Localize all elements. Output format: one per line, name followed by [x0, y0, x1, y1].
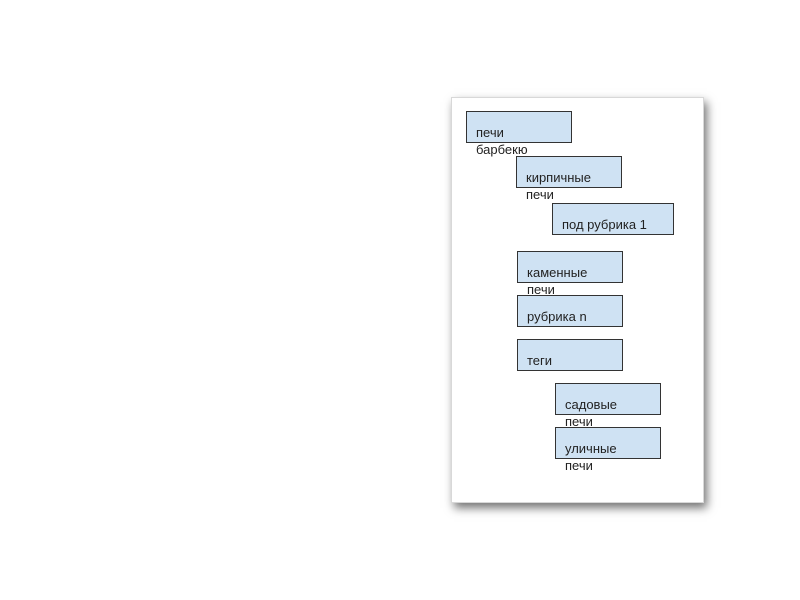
node-kamennye-pechi: каменные печи	[517, 251, 623, 297]
node-sadovye-pechi: садовые печи	[555, 383, 661, 429]
node-pod-rubrika-1: под рубрика 1	[552, 203, 674, 235]
diagram-sheet: печи барбекю кирпичные печи под рубрика …	[451, 97, 704, 503]
node-tegi: теги	[517, 339, 623, 371]
node-rubrika-n: рубрика n	[517, 295, 623, 327]
node-ulichnye-pechi: уличные печи	[555, 427, 661, 473]
node-kirpichnye-pechi: кирпичные печи	[516, 156, 622, 202]
node-pechi-barbekyu: печи барбекю	[466, 111, 572, 157]
